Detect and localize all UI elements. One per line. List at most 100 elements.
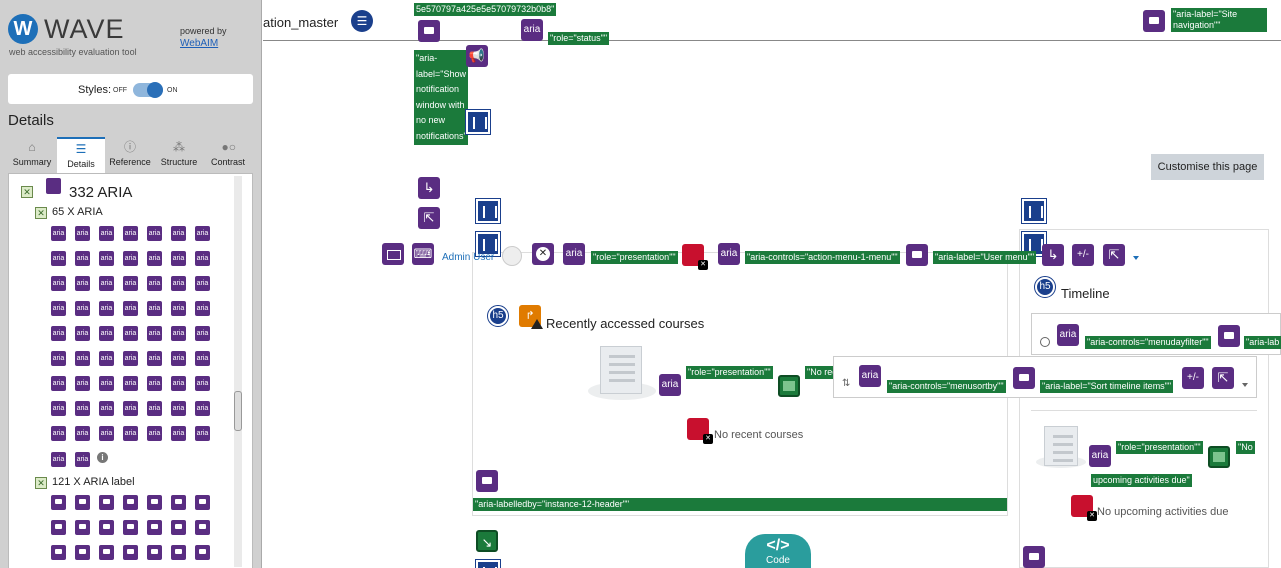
aria-item-icon[interactable]: aria [99, 276, 114, 291]
aria-label-item-icon[interactable] [99, 495, 114, 510]
aria-hidden-icon[interactable] [532, 243, 554, 265]
aria-label-icon[interactable] [1013, 367, 1035, 389]
aria-item-icon[interactable]: aria [75, 401, 90, 416]
aria-label-item-icon[interactable] [147, 545, 162, 560]
aria-item-icon[interactable]: aria [147, 226, 162, 241]
missing-alt-error-icon[interactable] [682, 244, 708, 270]
aria-icon[interactable]: aria [659, 374, 681, 396]
aria-item-icon[interactable]: aria [51, 376, 66, 391]
code-toggle-button[interactable]: </> Code [745, 534, 811, 568]
aria-item-icon[interactable]: aria [99, 401, 114, 416]
chevron-down-icon[interactable] [1242, 383, 1248, 387]
aria-item-icon[interactable]: aria [195, 276, 210, 291]
aria-item-icon[interactable]: aria [123, 226, 138, 241]
button-structure-icon[interactable] [475, 559, 501, 568]
aria-item-icon[interactable]: aria [171, 251, 186, 266]
aria-item-icon[interactable]: aria [195, 251, 210, 266]
subgroup-checkbox-aria[interactable]: ✕ [35, 207, 47, 219]
aria-item-icon[interactable]: aria [75, 452, 90, 467]
aria-item-icon[interactable]: aria [99, 226, 114, 241]
aria-item-icon[interactable]: aria [171, 276, 186, 291]
aria-label-icon[interactable] [1143, 10, 1165, 32]
site-title[interactable]: ation_master [263, 15, 339, 30]
aria-item-icon[interactable]: aria [123, 426, 138, 441]
aria-label-icon[interactable] [418, 20, 440, 42]
aria-label-item-icon[interactable] [51, 520, 66, 535]
aria-label-item-icon[interactable] [195, 520, 210, 535]
aria-item-icon[interactable]: aria [51, 326, 66, 341]
aria-label-item-icon[interactable] [147, 495, 162, 510]
aria-item-icon[interactable]: aria [171, 351, 186, 366]
styles-toggle[interactable] [133, 82, 163, 98]
aria-icon[interactable]: aria [1089, 445, 1111, 467]
aria-item-icon[interactable]: aria [51, 251, 66, 266]
aria-item-icon[interactable]: aria [195, 351, 210, 366]
aria-item-icon[interactable]: aria [75, 376, 90, 391]
aria-item-icon[interactable]: aria [51, 351, 66, 366]
aria-item-icon[interactable]: aria [123, 351, 138, 366]
tab-structure[interactable]: ⁂ Structure [155, 137, 203, 173]
aria-item-icon[interactable]: aria [171, 376, 186, 391]
aria-label-icon[interactable] [906, 244, 928, 266]
button-structure-icon[interactable] [475, 198, 501, 224]
aria-item-icon[interactable]: aria [171, 226, 186, 241]
webaim-link[interactable]: WebAIM [180, 38, 219, 49]
heading-level-icon[interactable]: h5 [487, 305, 509, 327]
info-icon[interactable]: i [97, 452, 108, 463]
aria-item-icon[interactable]: aria [123, 326, 138, 341]
aria-item-icon[interactable]: aria [99, 301, 114, 316]
aria-label-icon[interactable] [1218, 325, 1240, 347]
button-structure-icon[interactable] [475, 231, 501, 257]
aria-icon[interactable]: aria [563, 243, 585, 265]
image-alt-icon[interactable] [778, 375, 800, 397]
aria-label-item-icon[interactable] [195, 495, 210, 510]
aria-item-icon[interactable]: aria [123, 276, 138, 291]
redirect-arrow-icon[interactable]: ↳ [1042, 244, 1064, 266]
aria-label-icon[interactable] [1023, 546, 1045, 568]
aria-item-icon[interactable]: aria [123, 301, 138, 316]
aria-item-icon[interactable]: aria [195, 401, 210, 416]
aria-label-item-icon[interactable] [75, 495, 90, 510]
aria-item-icon[interactable]: aria [195, 326, 210, 341]
aria-item-icon[interactable]: aria [147, 326, 162, 341]
aria-item-icon[interactable]: aria [123, 376, 138, 391]
aria-item-icon[interactable]: aria [75, 276, 90, 291]
empty-content-error-icon[interactable] [687, 418, 713, 444]
aria-item-icon[interactable]: aria [195, 301, 210, 316]
plus-minus-icon[interactable]: +/- [1182, 367, 1204, 389]
group-checkbox-aria[interactable]: ✕ [21, 186, 33, 198]
aria-item-icon[interactable]: aria [75, 226, 90, 241]
chat-icon[interactable]: ⌨ [412, 243, 434, 265]
aria-label-item-icon[interactable] [51, 545, 66, 560]
empty-content-error-icon[interactable] [1071, 495, 1097, 521]
aria-item-icon[interactable]: aria [147, 376, 162, 391]
admin-user-link[interactable]: Admin User [442, 252, 495, 263]
image-alt-icon[interactable] [1208, 446, 1230, 468]
aria-icon[interactable]: aria [859, 365, 881, 387]
aria-item-icon[interactable]: aria [99, 426, 114, 441]
aria-item-icon[interactable]: aria [171, 426, 186, 441]
aria-item-icon[interactable]: aria [147, 401, 162, 416]
aria-item-icon[interactable]: aria [51, 426, 66, 441]
tab-contrast[interactable]: ●○ Contrast [204, 137, 252, 173]
popup-link-icon[interactable]: ⇱ [418, 207, 440, 229]
chevron-down-icon[interactable] [1133, 256, 1139, 260]
aria-item-icon[interactable]: aria [195, 226, 210, 241]
popup-link-icon[interactable]: ⇱ [1103, 244, 1125, 266]
aria-label-item-icon[interactable] [75, 545, 90, 560]
aria-item-icon[interactable]: aria [75, 326, 90, 341]
tab-reference[interactable]: ⓘ Reference [106, 137, 154, 173]
aria-label-icon[interactable] [476, 470, 498, 492]
aria-item-icon[interactable]: aria [171, 326, 186, 341]
aria-item-icon[interactable]: aria [75, 351, 90, 366]
aria-item-icon[interactable]: aria [147, 276, 162, 291]
aria-item-icon[interactable]: aria [51, 401, 66, 416]
skip-link-icon[interactable]: ↘ [476, 530, 498, 552]
aria-label-item-icon[interactable] [51, 495, 66, 510]
list-structure-icon[interactable]: ☰ [351, 10, 373, 32]
subgroup-checkbox-aria-label[interactable]: ✕ [35, 477, 47, 489]
mail-icon[interactable] [382, 243, 404, 265]
aria-label-item-icon[interactable] [147, 520, 162, 535]
aria-item-icon[interactable]: aria [147, 426, 162, 441]
aria-label-item-icon[interactable] [99, 520, 114, 535]
